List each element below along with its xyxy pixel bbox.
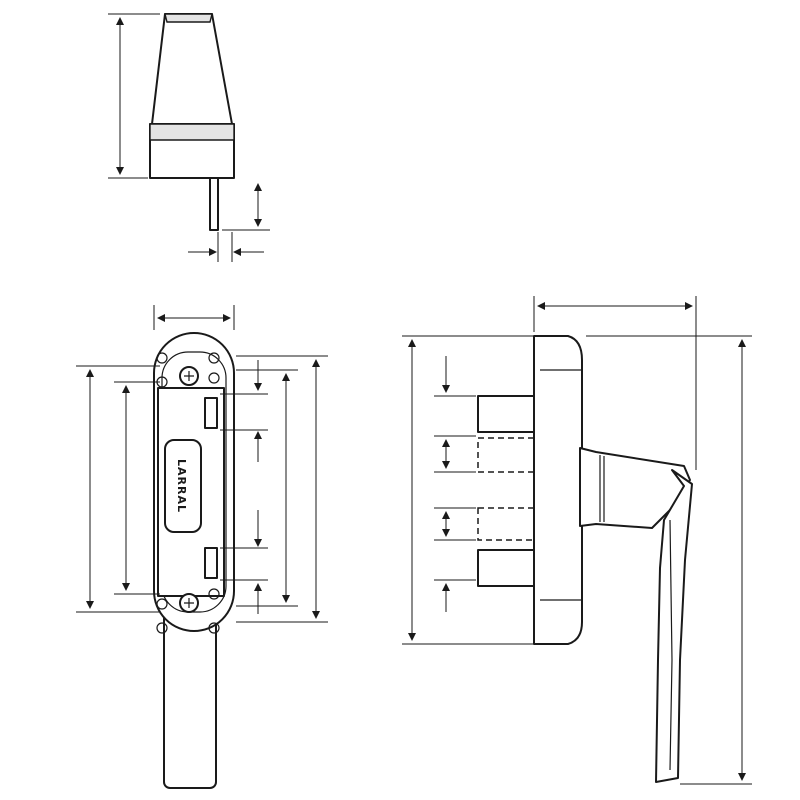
fixing-holes <box>156 352 220 634</box>
handle-lever-edge <box>669 519 673 771</box>
handle-grip-top <box>151 13 233 125</box>
brand-badge <box>164 439 202 533</box>
spacer-block-hidden-bottom <box>477 507 535 541</box>
spindle-top <box>209 177 219 231</box>
handle-grip-cap <box>164 13 213 23</box>
side-view <box>402 296 752 785</box>
top-view <box>108 13 270 262</box>
handle-neck-detail <box>599 455 605 522</box>
base-plate-side <box>533 335 583 645</box>
handle-lever-front <box>163 604 217 789</box>
phillips-screw-icon <box>179 593 199 613</box>
front-view: LARRAL <box>76 305 328 789</box>
base-plate-bevel <box>149 123 235 141</box>
spacer-tab-top <box>204 397 218 429</box>
spacer-block-hidden-top <box>477 437 535 473</box>
base-plate-side-bevel <box>540 369 582 601</box>
phillips-screw-icon <box>179 366 199 386</box>
spacer-tab-bottom <box>204 547 218 579</box>
handle-lever-side <box>655 469 693 783</box>
spacer-block-bottom <box>477 549 535 587</box>
spacer-block-top <box>477 395 535 433</box>
brand-label: LARRAL <box>175 459 188 513</box>
